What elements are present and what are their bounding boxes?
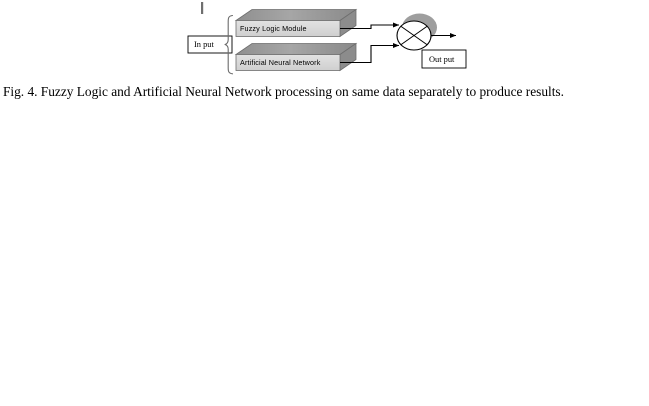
connector-ann-to-mixer bbox=[340, 42, 400, 64]
mixer-node bbox=[396, 20, 432, 51]
diagram-canvas bbox=[187, 2, 467, 75]
module-fuzzy-logic bbox=[234, 8, 358, 38]
figure-diagram: Fuzzy Logic Module Artificial Neural Net… bbox=[0, 0, 649, 82]
mixer-cross-line-b bbox=[400, 25, 428, 46]
curly-brace bbox=[224, 14, 234, 75]
figure-caption: Fig. 4. Fuzzy Logic and Artificial Neura… bbox=[3, 84, 564, 99]
input-box bbox=[187, 35, 233, 54]
ann-slab-top bbox=[234, 43, 358, 55]
module-artificial-neural-network bbox=[234, 42, 358, 72]
connector-fuzzy-to-mixer bbox=[340, 22, 400, 30]
fuzzy-logic-module-label: Fuzzy Logic Module bbox=[240, 24, 307, 33]
input-label: In put bbox=[194, 40, 214, 49]
output-box bbox=[421, 49, 467, 69]
output-label: Out put bbox=[429, 55, 455, 64]
artificial-neural-network-label: Artificial Neural Network bbox=[240, 58, 321, 67]
fuzzy-slab-top bbox=[234, 9, 358, 21]
tick-mark-artifact bbox=[201, 2, 204, 14]
